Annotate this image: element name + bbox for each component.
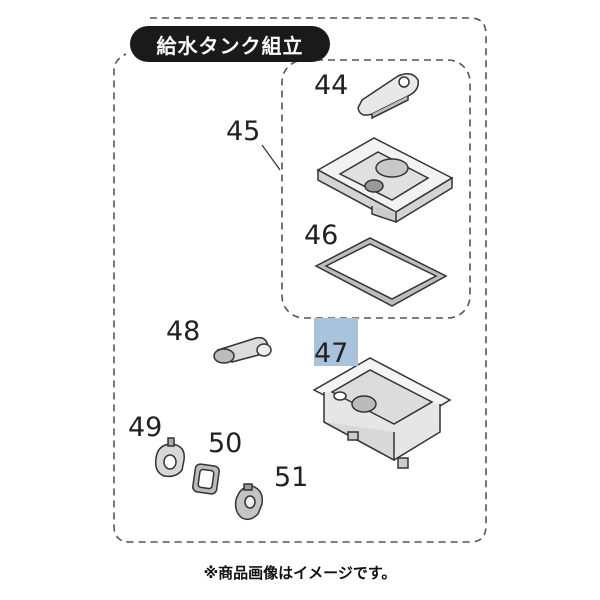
leader-45: [261, 144, 281, 171]
part-number-48[interactable]: 48: [166, 316, 201, 347]
subassembly-outline: [281, 59, 471, 319]
part-48-fitting: [213, 336, 272, 364]
assembly-outline: [113, 17, 487, 543]
part-number-50[interactable]: 50: [208, 428, 243, 459]
part-47-tank: [312, 357, 452, 469]
part-number-51[interactable]: 51: [274, 462, 309, 493]
part-49-valve: [154, 437, 185, 478]
part-46-gasket: [314, 237, 448, 307]
part-number-46[interactable]: 46: [304, 220, 339, 251]
image-disclaimer: ※商品画像はイメージです。: [203, 564, 397, 582]
part-44-lever: [357, 73, 420, 120]
part-45-cover: [316, 137, 454, 224]
part-50-seal: [192, 463, 220, 495]
part-47-highlight: [314, 318, 358, 366]
part-number-45[interactable]: 45: [226, 116, 261, 147]
part-number-49[interactable]: 49: [128, 412, 163, 443]
part-51-cap: [234, 483, 264, 521]
assembly-title: 給水タンク組立: [130, 26, 330, 62]
part-number-44[interactable]: 44: [314, 70, 349, 101]
part-number-47[interactable]: 47: [314, 338, 349, 369]
